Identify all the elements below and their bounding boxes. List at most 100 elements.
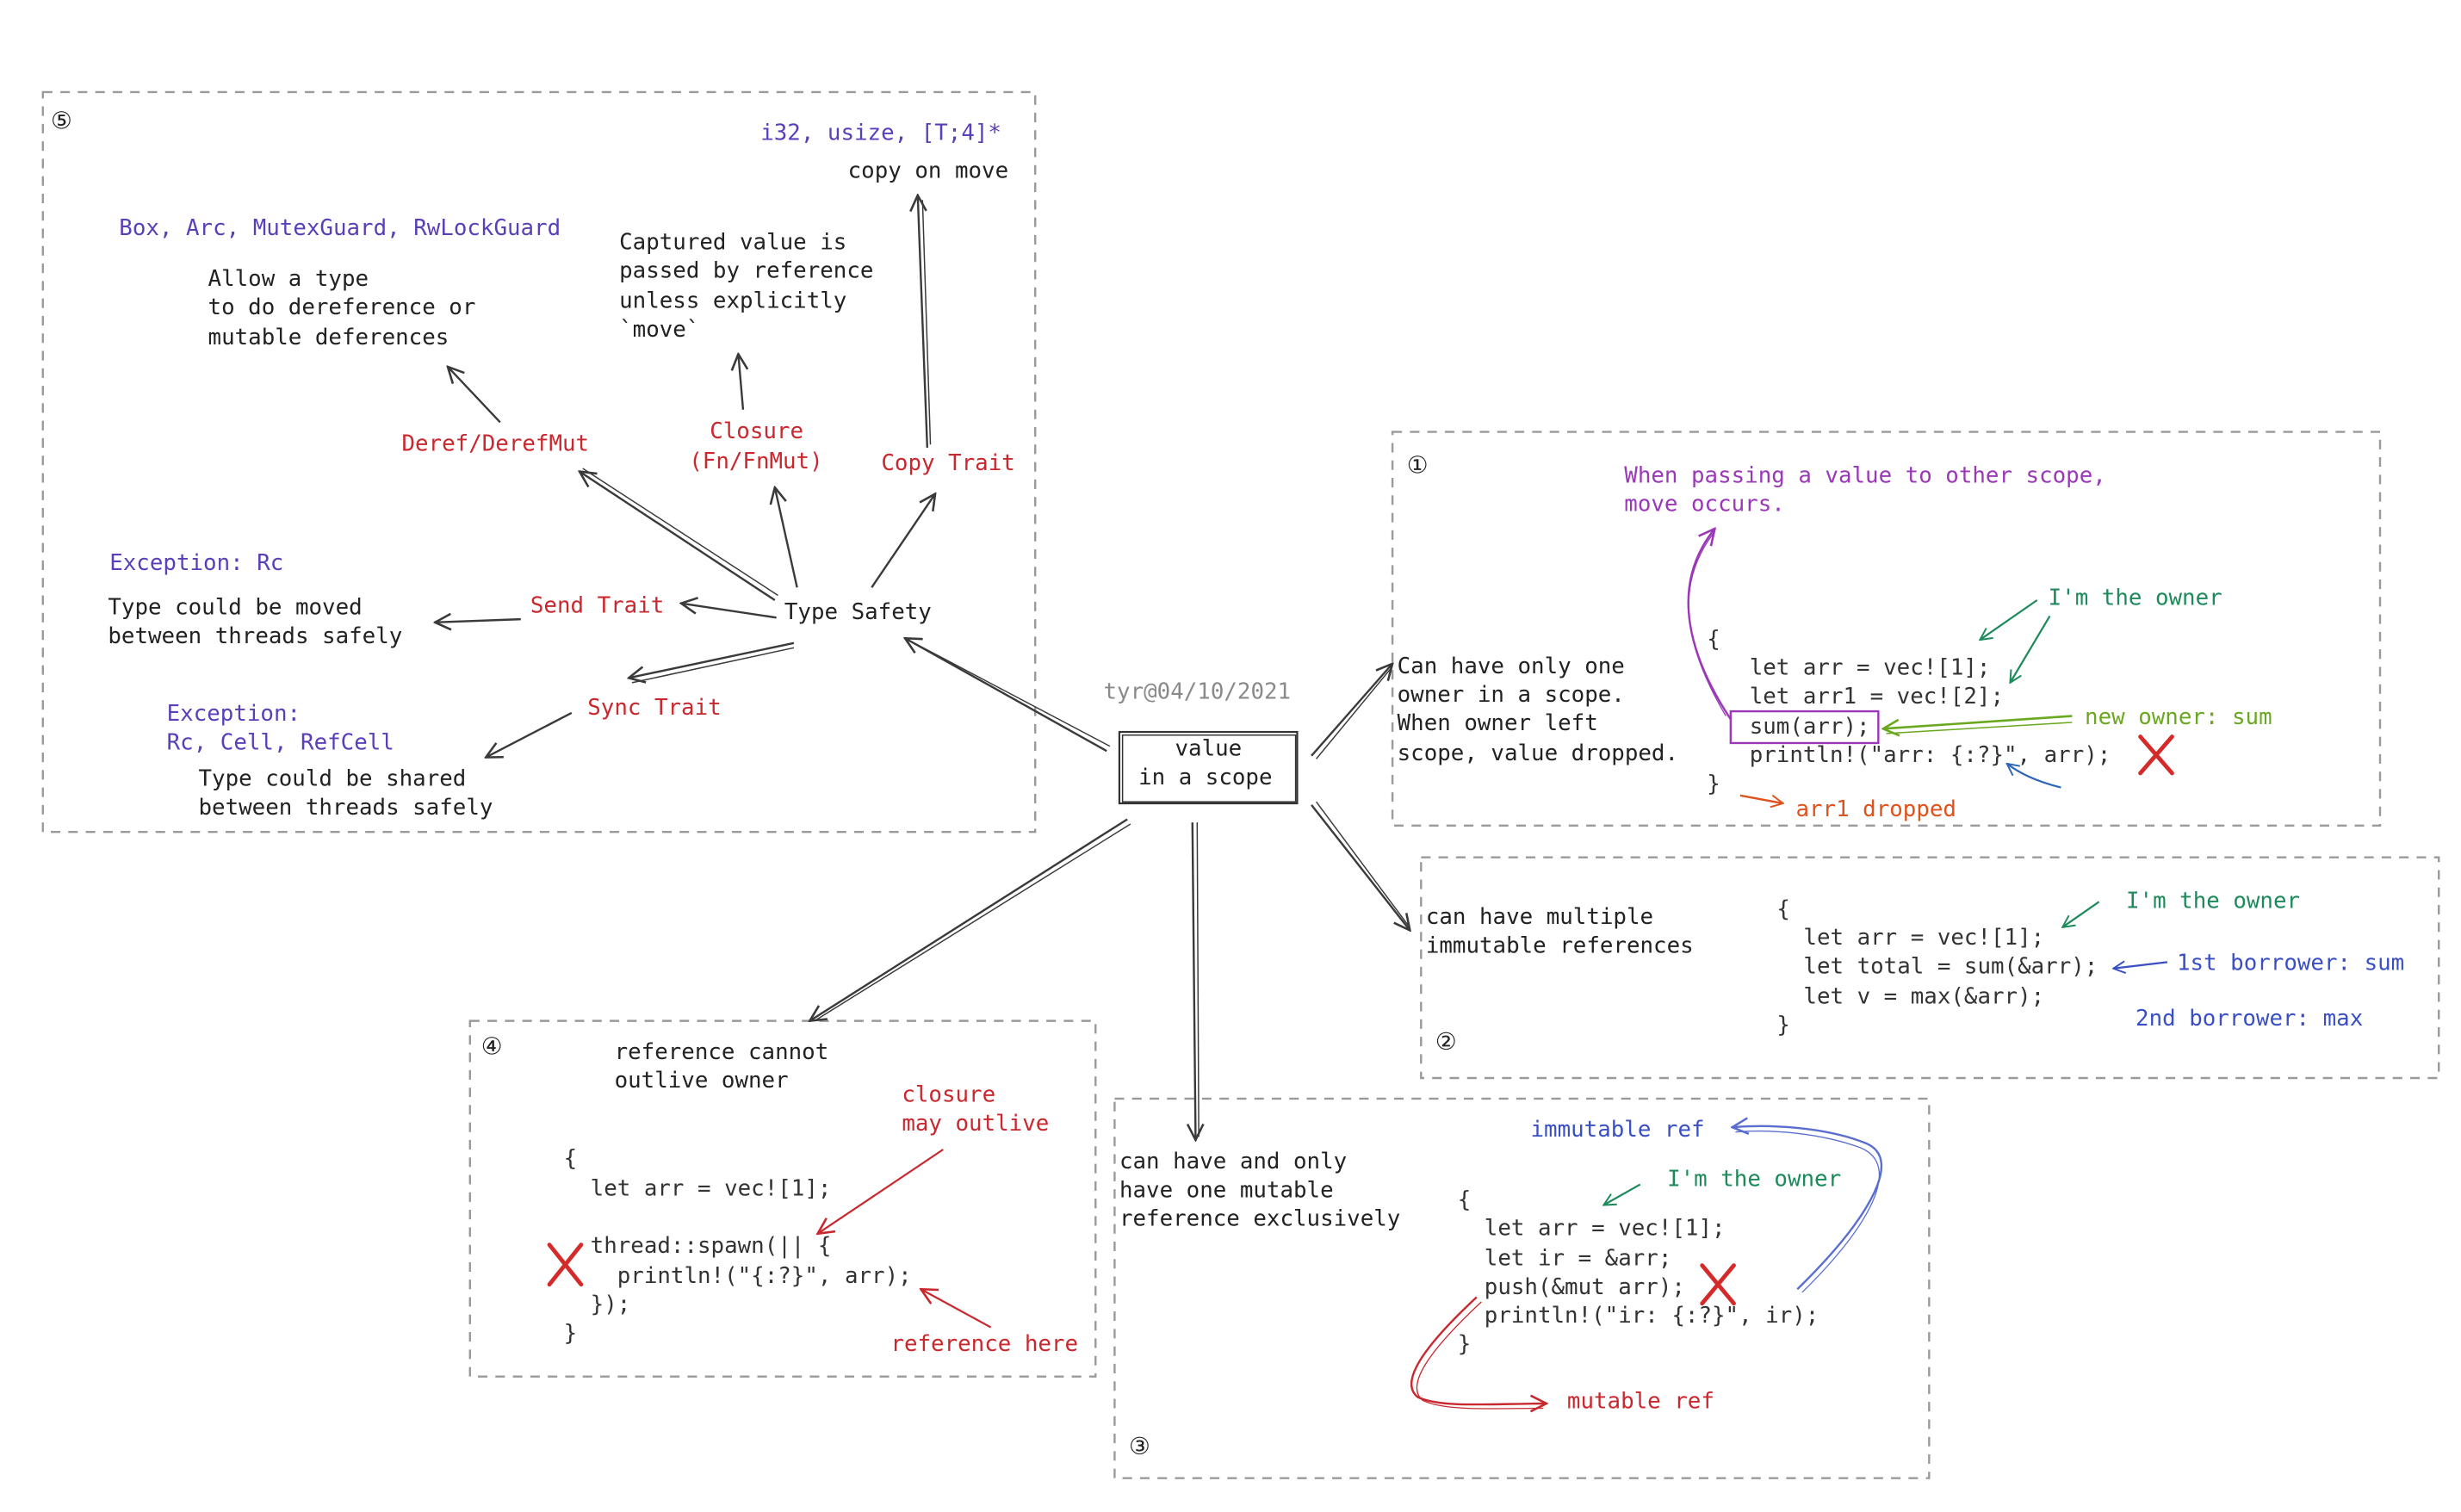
send-desc-line: between threads safely [108,623,403,650]
arrow-center-to-section2 [1311,804,1410,931]
deref-trait-label: Deref/DerefMut [401,431,590,458]
section-4-number: ④ [480,1032,503,1061]
sync-desc-line: Type could be shared [198,766,467,793]
borrower-note: 2nd borrower: max [2136,1007,2364,1032]
code-line: println!("ir: {:?}", ir); [1457,1303,1819,1329]
move-heading-line: When passing a value to other scope, [1624,463,2106,489]
arrow-type-safety-to-sync [629,641,795,679]
arrow-center-to-section1 [1311,664,1392,757]
outlive-desc-line: reference cannot [614,1039,829,1066]
deref-desc-line: Allow a type [208,266,369,293]
outlive-desc-line: outlive owner [614,1068,789,1094]
borrow-desc-line: can have multiple [1425,905,1654,931]
borrow-desc-line: immutable references [1425,933,1694,959]
code-line: }); [563,1292,631,1318]
closure-trait-line: Closure [710,418,804,445]
dropped-note: arr1 dropped [1795,796,1956,823]
section-3-number: ③ [1129,1432,1150,1461]
deref-types-label: Box, Arc, MutexGuard, RwLockGuard [119,215,561,242]
error-cross-icon [1700,1263,1736,1306]
code-line: sum(arr); [1722,714,1870,741]
code-line: let arr1 = vec![2]; [1722,684,2005,710]
error-cross-icon [547,1242,584,1287]
sync-trait-label: Sync Trait [587,695,722,722]
mutable-desc-line: reference exclusively [1119,1206,1401,1232]
copy-on-move-label: copy on move [847,158,1009,184]
closure-outlive-note: may outlive [902,1111,1050,1137]
immutable-ref-note: immutable ref [1530,1118,1705,1143]
section-5-box [41,90,1037,833]
closure-desc-line: `move` [619,317,700,344]
code-line: { [563,1146,578,1172]
owner-note: I'm the owner [2048,586,2222,611]
send-exception-label: Exception: Rc [109,550,284,577]
arrow-closure-to-desc [738,354,743,410]
arrow-type-safety-to-send [681,604,777,619]
arrow-mutable-ref [1410,1296,1547,1404]
code-line: { [1707,627,1720,653]
arrow-type-safety-to-copy [871,493,935,588]
borrower-note: 1st borrower: sum [2176,951,2405,976]
copy-trait-label: Copy Trait [881,450,1015,477]
code-line: let total = sum(&arr); [1776,954,2098,980]
closure-desc-line: Captured value is [619,230,847,256]
code-line: let arr = vec![1]; [1722,655,1991,682]
new-owner-note: new owner: sum [2085,704,2272,731]
closure-trait-line: (Fn/FnMut) [689,449,823,475]
code-line: } [1707,771,1720,797]
section-4-box [468,1019,1097,1378]
code-line: { [1457,1187,1472,1213]
code-line: let ir = &arr; [1457,1246,1672,1272]
closure-desc-line: unless explicitly [619,288,847,315]
code-line: let arr = vec![1]; [563,1176,832,1202]
deref-desc-line: mutable deferences [208,325,449,351]
arrow-dropped [1739,794,1783,803]
send-trait-label: Send Trait [530,593,665,620]
section-5-number: ⑤ [51,106,72,135]
arrow-center-to-section3 [1193,822,1196,1140]
center-label-line: in a scope [1138,765,1273,791]
section-1-box [1391,431,2382,827]
arrow-copy-to-copy-on-move [918,195,929,449]
deref-desc-line: to do dereference or [208,294,476,321]
arrow-type-safety-to-closure [775,487,798,588]
code-line: println!("arr: {:?}", arr); [1722,742,2111,769]
code-line: let arr = vec![1]; [1776,925,2045,951]
code-line: let v = max(&arr); [1776,984,2045,1010]
error-cross-icon [2138,734,2174,776]
arrow-immutable-ref [1733,1126,1882,1291]
arrow-new-owner [1883,715,2073,729]
code-line: } [1457,1332,1472,1358]
sync-desc-line: between threads safely [198,795,493,821]
arrow-deref-to-desc [448,367,501,424]
mutable-desc-line: can have and only [1119,1149,1348,1175]
mutable-desc-line: have one mutable [1119,1178,1334,1204]
owner-desc-line: owner in a scope. [1397,682,1625,709]
sum-arr-highlight [1729,710,1880,745]
code-line: { [1776,896,1790,923]
arrow-center-to-section4 [809,818,1128,1020]
arrow-closure-outlive [818,1149,944,1234]
sync-exception-line: Exception: [166,702,301,728]
code-line: } [563,1321,578,1347]
section-2-number: ② [1435,1027,1457,1057]
center-box [1118,730,1299,805]
closure-desc-line: passed by reference [619,258,874,285]
code-line: println!("{:?}", arr); [563,1263,912,1290]
section-3-box [1113,1097,1931,1479]
arrow-center-to-type-safety [905,638,1107,753]
owner-desc-line: When owner left [1397,711,1598,737]
copy-types-label: i32, usize, [T;4]* [760,121,1001,146]
closure-outlive-note: closure [902,1082,996,1109]
author-date-label: tyr@04/10/2021 [1103,679,1292,705]
reference-here-note: reference here [890,1332,1079,1358]
code-line: } [1776,1013,1790,1038]
section-2-box [1420,856,2440,1080]
center-label-line: value [1175,736,1243,763]
owner-desc-line: Can have only one [1397,654,1625,680]
mutable-ref-note: mutable ref [1566,1389,1714,1415]
move-heading-line: move occurs. [1624,492,1785,518]
sync-exception-line: Rc, Cell, RefCell [166,730,394,756]
